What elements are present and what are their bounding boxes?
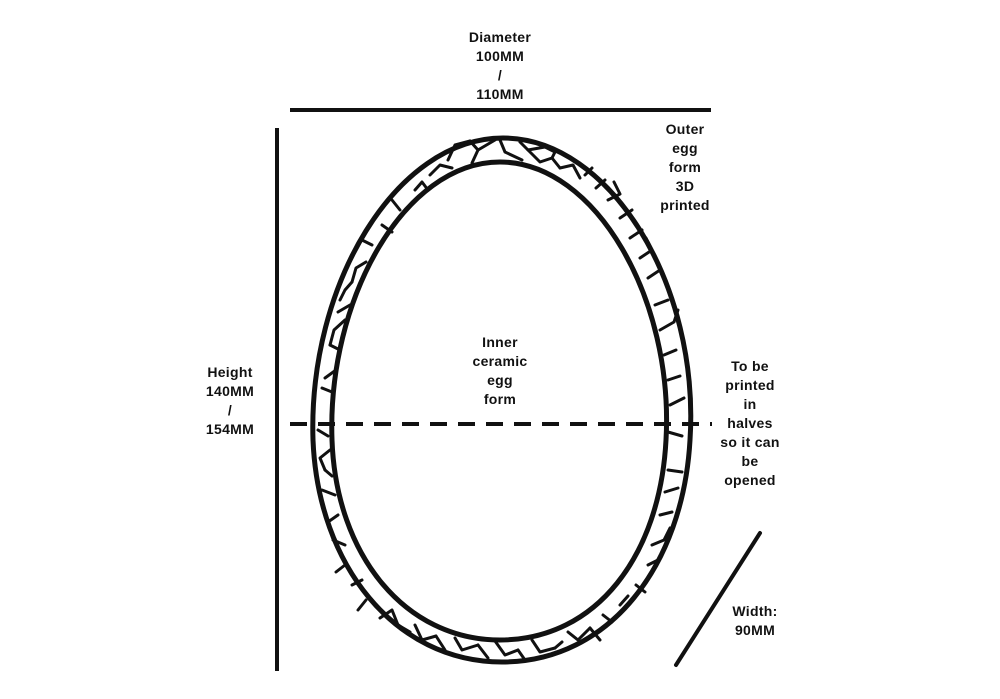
outer-egg-shell [310, 135, 694, 665]
halves-note-line: To be [731, 358, 769, 374]
height-label-line: 140MM [205, 383, 255, 399]
outer-form-label: Outer egg form 3D printed [640, 120, 730, 215]
lattice-pattern [316, 138, 686, 662]
height-label-line: Height [207, 364, 253, 380]
outer-form-label-line: Outer [665, 121, 705, 137]
inner-form-label-line: egg [487, 372, 513, 388]
halves-note-line: opened [724, 472, 776, 488]
inner-form-label-line: form [483, 391, 517, 407]
halves-note-line: in [743, 396, 757, 412]
width-label: Width: 90MM [710, 602, 800, 640]
outer-form-label-line: printed [660, 197, 710, 213]
height-label: Height 140MM / 154MM [190, 363, 270, 439]
outer-form-label-line: egg [672, 140, 698, 156]
diameter-label-line: Diameter [468, 29, 532, 45]
halves-note-line: so it can [720, 434, 780, 450]
width-label-line: 90MM [734, 622, 776, 638]
halves-note-line: printed [725, 377, 775, 393]
halves-note-label: To be printed in halves so it can be ope… [700, 357, 800, 490]
width-label-line: Width: [732, 603, 778, 619]
diameter-label: Diameter 100MM / 110MM [440, 28, 560, 104]
width-dimension-line [674, 531, 762, 667]
inner-form-label-line: Inner [482, 334, 518, 350]
halves-note-line: be [741, 453, 759, 469]
outer-form-label-line: form [668, 159, 702, 175]
height-label-line: 154MM [205, 421, 255, 437]
inner-ceramic-egg [329, 159, 670, 643]
outer-form-label-line: 3D [675, 178, 695, 194]
inner-form-label: Inner ceramic egg form [440, 333, 560, 409]
diameter-label-line: 110MM [476, 86, 524, 102]
diameter-label-line: / [497, 67, 503, 83]
diameter-label-line: 100MM [475, 48, 525, 64]
halves-note-line: halves [727, 415, 773, 431]
inner-form-label-line: ceramic [472, 353, 528, 369]
height-label-line: / [227, 402, 233, 418]
